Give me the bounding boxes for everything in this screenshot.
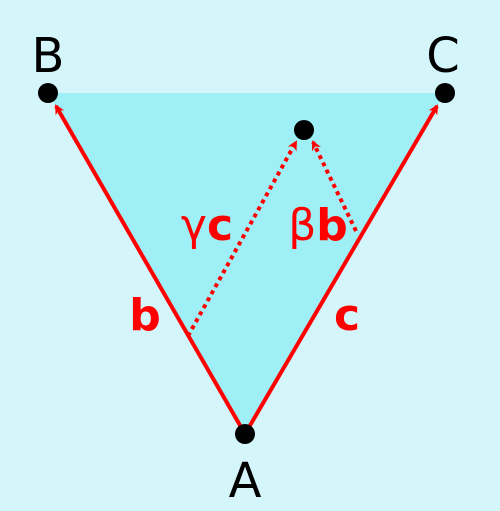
point-p bbox=[294, 120, 314, 140]
vector-b-arrow bbox=[54, 104, 247, 435]
label-gamma-c: γc bbox=[181, 200, 233, 251]
label-a: A bbox=[229, 453, 262, 509]
beta-vector: b bbox=[316, 200, 348, 251]
point-a bbox=[235, 424, 255, 444]
label-vector-c: c bbox=[334, 290, 360, 341]
label-b: B bbox=[32, 28, 65, 84]
point-b bbox=[38, 83, 58, 103]
vector-gamma-c-arrow bbox=[186, 140, 298, 337]
label-beta-b: βb bbox=[288, 200, 348, 251]
vector-beta-b-arrow bbox=[311, 140, 358, 232]
label-c: C bbox=[426, 28, 460, 84]
vector-c-arrow bbox=[243, 104, 439, 436]
beta-coefficient: β bbox=[288, 200, 316, 251]
triangle-abc bbox=[48, 93, 445, 434]
label-vector-b: b bbox=[129, 290, 161, 341]
point-c bbox=[435, 83, 455, 103]
gamma-coefficient: γ bbox=[181, 200, 207, 251]
gamma-vector: c bbox=[207, 200, 233, 251]
